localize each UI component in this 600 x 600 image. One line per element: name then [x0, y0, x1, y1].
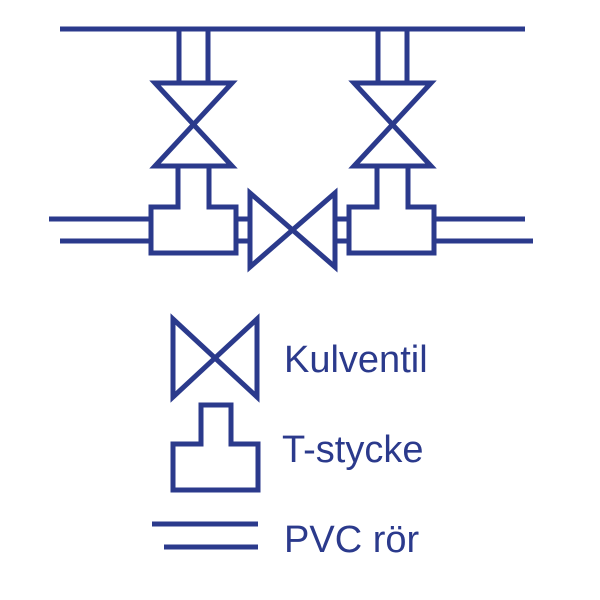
legend: Kulventil T-stycke PVC rör	[152, 313, 428, 561]
right-branch-pipe-upper	[375, 29, 410, 83]
legend-valve-label: Kulventil	[284, 339, 428, 381]
legend-tee-icon	[170, 402, 261, 493]
center-ball-valve-icon	[247, 187, 338, 273]
right-pvc-pipe	[434, 216, 533, 244]
legend-tee-label: T-stycke	[282, 429, 423, 471]
right-connector-pipe	[335, 216, 349, 244]
right-tee-icon	[346, 166, 437, 256]
left-tee-icon	[148, 166, 239, 256]
left-pvc-pipe	[49, 216, 151, 244]
left-branch-pipe-upper	[176, 29, 211, 83]
left-ball-valve-icon	[149, 80, 238, 169]
legend-pvc-pipe-icon	[152, 521, 258, 550]
left-branch	[49, 29, 250, 256]
right-branch	[335, 29, 533, 256]
legend-ball-valve-icon	[170, 313, 260, 403]
right-ball-valve-icon	[348, 80, 437, 169]
legend-pipe-label: PVC rör	[284, 519, 419, 561]
